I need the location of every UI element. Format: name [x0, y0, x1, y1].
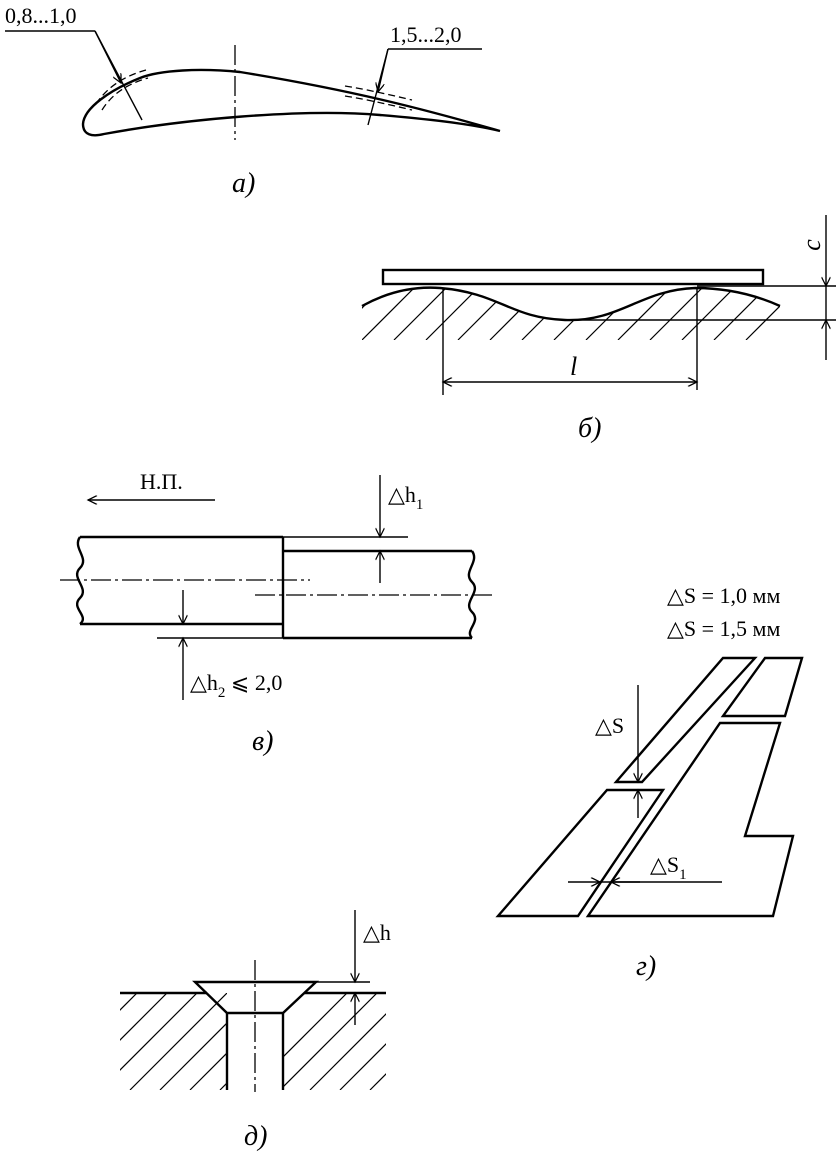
straightedge	[381, 268, 765, 286]
label-c: c	[797, 239, 826, 251]
label-l: l	[570, 352, 577, 381]
label-dh1: △h1	[388, 482, 423, 513]
panel-left-break	[75, 536, 85, 625]
dim-right-label: 1,5...2,0	[390, 22, 462, 47]
dim-left-label: 0,8...1,0	[5, 3, 77, 28]
panel-small-upper	[720, 656, 804, 718]
leader-left-arrow	[94, 30, 121, 83]
panel-strip-lower	[495, 788, 666, 918]
caption-g: г)	[636, 951, 656, 982]
label-dh2: △h2 ⩽ 2,0	[190, 670, 282, 701]
coating-right-inner	[344, 95, 413, 111]
figure-v-step: Н.П. △h1 △h2 ⩽ 2,0 в)	[60, 469, 495, 757]
caption-b: б)	[578, 413, 601, 444]
label-dh: △h	[363, 920, 391, 945]
spec-line-2: △S = 1,5 мм	[667, 616, 780, 641]
coating-left-inner	[101, 77, 149, 111]
panel-right-break	[467, 550, 477, 639]
figure-a-airfoil: 0,8...1,0 1,5...2,0 а)	[5, 3, 501, 199]
panel-large	[585, 721, 795, 918]
surface-hatching	[362, 287, 780, 340]
airfoil-profile	[81, 68, 501, 137]
caption-a: а)	[232, 168, 255, 199]
hatching-left	[120, 993, 227, 1090]
leader-right-arrow	[378, 48, 389, 92]
hatching-right	[283, 993, 386, 1090]
figure-g-gaps: △S = 1,0 мм △S = 1,5 мм △S △S1 г)	[495, 583, 804, 982]
caption-d: д)	[244, 1121, 268, 1152]
spec-line-1: △S = 1,0 мм	[667, 583, 780, 608]
panel-strip-top	[613, 656, 758, 784]
caption-v: в)	[252, 726, 273, 757]
label-ds: △S	[595, 713, 624, 738]
label-ds1: △S1	[650, 852, 687, 883]
coating-left-outer	[95, 69, 147, 105]
figure-b-waviness: c l б)	[361, 215, 836, 444]
figure-d-rivet: △h д)	[120, 910, 391, 1152]
flow-direction-label: Н.П.	[140, 469, 183, 494]
